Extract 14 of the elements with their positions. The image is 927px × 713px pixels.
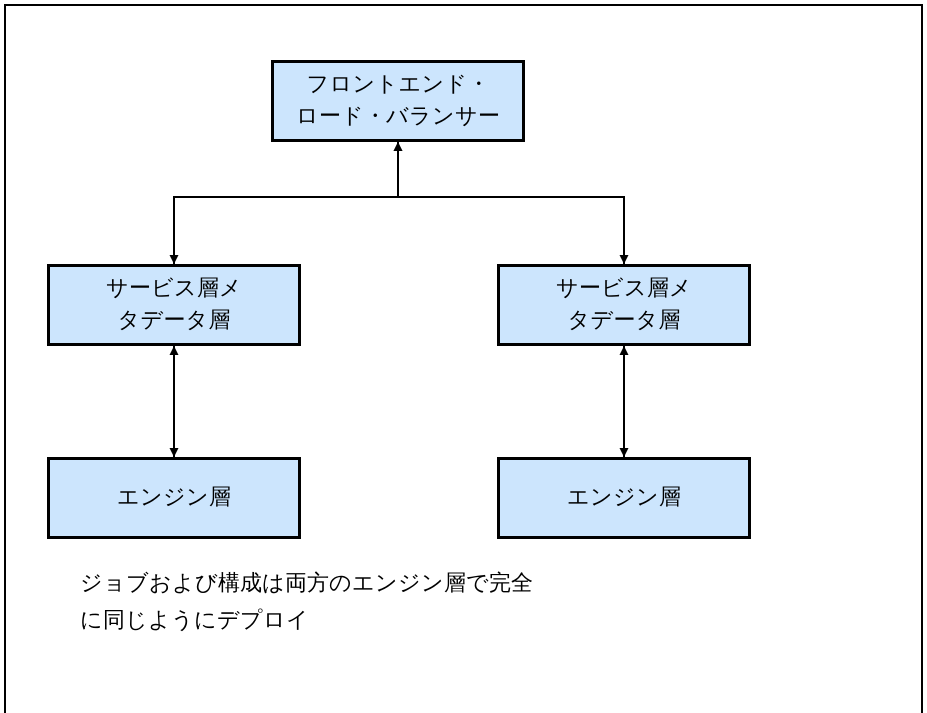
connector-arrow (394, 142, 628, 264)
box-label: フロントエンド・ロード・バランサー (295, 71, 501, 131)
process-box (271, 60, 525, 142)
box-label: エンジン層 (116, 484, 232, 512)
box-label: サービス層メタデータ層 (555, 275, 693, 335)
process-box (497, 457, 751, 539)
process-box (47, 457, 301, 539)
process-box (47, 264, 301, 346)
connector-arrow (170, 346, 178, 457)
note-text: ジョブおよび構成は両方のエンジン層で完全に同じようにデプロイ (80, 570, 534, 636)
process-box (497, 264, 751, 346)
connector-arrow (620, 346, 628, 457)
box-label: エンジン層 (566, 484, 682, 512)
box-label: サービス層メタデータ層 (105, 275, 243, 335)
